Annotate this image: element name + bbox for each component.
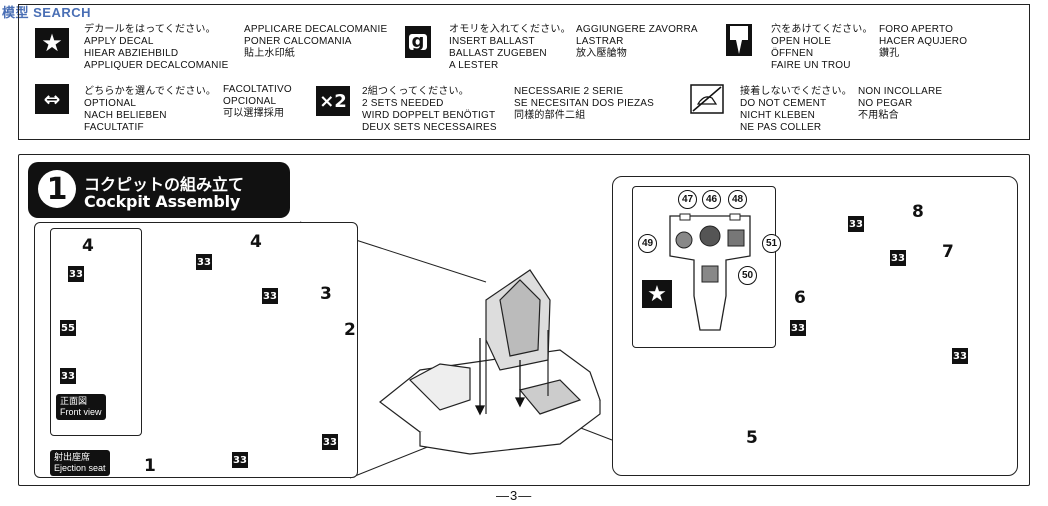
legend-ballast-it: AGGIUNGERE ZAVORRA (576, 24, 698, 35)
legend-hole-es: HACER AQUJERO (879, 36, 968, 47)
legend-apply-decal-it: APPLICARE DECALCOMANIE (244, 24, 388, 35)
part-label-1: 1 (144, 456, 156, 476)
star-icon: ★ (35, 28, 69, 58)
legend-sets-es: SE NECESITAN DOS PIEZAS (514, 98, 655, 109)
decal-49: 49 (638, 234, 657, 253)
legend-hole-jp: 穴をあけてください。 (771, 24, 873, 35)
legend-ballast-zh: 放入壓艙物 (576, 48, 627, 59)
part-label-8: 8 (912, 202, 924, 222)
part-33-tub: 33 (952, 348, 968, 364)
legend-optional-it: FACOLTATIVO (223, 84, 292, 95)
x2-icon: ×2 (316, 86, 350, 116)
legend-apply-decal-fr: APPLIQUER DECALCOMANIE (84, 60, 229, 71)
legend-optional-jp: どちらかを選んでください。 (84, 86, 217, 97)
legend-ballast-es: LASTRAR (576, 36, 624, 47)
part-33-panel: 33 (848, 216, 864, 232)
part-label-7: 7 (942, 242, 954, 262)
legend-apply-decal-de: HIEAR ABZIEHBILD (84, 48, 179, 59)
decal-48: 48 (728, 190, 747, 209)
part-33-front-top: 33 (68, 266, 84, 282)
part-label-4-front: 4 (82, 236, 94, 256)
legend-optional-fr: FACULTATIF (84, 122, 144, 133)
legend-optional-de: NACH BELIEBEN (84, 110, 167, 121)
part-33-stick: 33 (890, 250, 906, 266)
legend-box (18, 4, 1030, 140)
star-icon-decal: ★ (642, 280, 672, 308)
legend-optional-en: OPTIONAL (84, 98, 137, 109)
legend-sets-fr: DEUX SETS NECESSAIRES (362, 122, 497, 133)
instrument-panel-drawing (669, 213, 751, 331)
legend-nocement-en: DO NOT CEMENT (740, 98, 827, 109)
step-number: 1 (38, 170, 76, 208)
legend-hole-fr: FAIRE UN TROU (771, 60, 851, 71)
part-33-side: 33 (262, 288, 278, 304)
part-33-part2: 33 (322, 434, 338, 450)
part-label-2: 2 (344, 320, 356, 340)
part-label-6: 6 (794, 288, 806, 308)
part-label-4: 4 (250, 232, 262, 252)
part-label-3: 3 (320, 284, 332, 304)
legend-ballast-jp: オモリを入れてください。 (449, 24, 571, 35)
part-55-front: 55 (60, 320, 76, 336)
legend-apply-decal-es: PONER CALCOMANIA (244, 36, 352, 47)
legend-nocement-de: NICHT KLEBEN (740, 110, 816, 121)
legend-hole-it: FORO APERTO (879, 24, 954, 35)
ejection-seat-label: 射出座席 Ejection seat (50, 450, 110, 476)
legend-nocement-fr: NE PAS COLLER (740, 122, 822, 133)
legend-nocement-es: NO PEGAR (858, 98, 913, 109)
legend-sets-en: 2 SETS NEEDED (362, 98, 444, 109)
legend-nocement-zh: 不用粘合 (858, 110, 899, 121)
legend-nocement-jp: 接着しないでください。 (740, 86, 852, 97)
part-33-part1: 33 (232, 452, 248, 468)
legend-hole-de: ÖFFNEN (771, 48, 814, 59)
front-view-label: 正面図 Front view (56, 394, 106, 420)
decal-50: 50 (738, 266, 757, 285)
legend-optional-es: OPCIONAL (223, 96, 277, 107)
legend-optional-zh: 可以選擇採用 (223, 108, 285, 119)
watermark-logo: 模型 SEARCH (2, 5, 92, 20)
part-label-5: 5 (746, 428, 758, 448)
page-number: —3— (496, 488, 533, 503)
part-33-part6: 33 (790, 320, 806, 336)
step-title-en: Cockpit Assembly (84, 192, 241, 211)
step-title-banner: 1 コクピットの組み立て Cockpit Assembly (28, 162, 290, 218)
legend-sets-de: WIRD DOPPELT BENÖTIGT (362, 110, 496, 121)
legend-sets-zh: 同樣的部件二組 (514, 110, 586, 121)
center-cockpit-drawing (379, 269, 601, 455)
legend-ballast-fr: A LESTER (449, 60, 499, 71)
legend-ballast-de: BALLAST ZUGEBEN (449, 48, 547, 59)
step-title-jp: コクピットの組み立て (84, 175, 245, 194)
legend-hole-zh: 鑽孔 (879, 48, 900, 59)
step-box (18, 154, 1030, 486)
legend-nocement-it: NON INCOLLARE (858, 86, 943, 97)
legend-sets-it: NECESSARIE 2 SERIE (514, 86, 624, 97)
no-cement-icon (690, 84, 724, 114)
part-33-front-bottom: 33 (60, 368, 76, 384)
legend-sets-jp: 2組つくってください。 (362, 86, 469, 97)
double-arrow-icon: ⇔ (35, 84, 69, 114)
legend-apply-decal-jp: デカールをはってください。 (84, 24, 216, 35)
decal-47: 47 (678, 190, 697, 209)
weight-icon: g (405, 26, 431, 58)
legend-hole-en: OPEN HOLE (771, 36, 832, 47)
legend-ballast-en: INSERT BALLAST (449, 36, 535, 47)
decal-46: 46 (702, 190, 721, 209)
legend-apply-decal-en: APPLY DECAL (84, 36, 154, 47)
decal-51: 51 (762, 234, 781, 253)
part-33-headrest: 33 (196, 254, 212, 270)
legend-apply-decal-zh: 貼上水印紙 (244, 48, 295, 59)
drill-icon (726, 24, 752, 56)
